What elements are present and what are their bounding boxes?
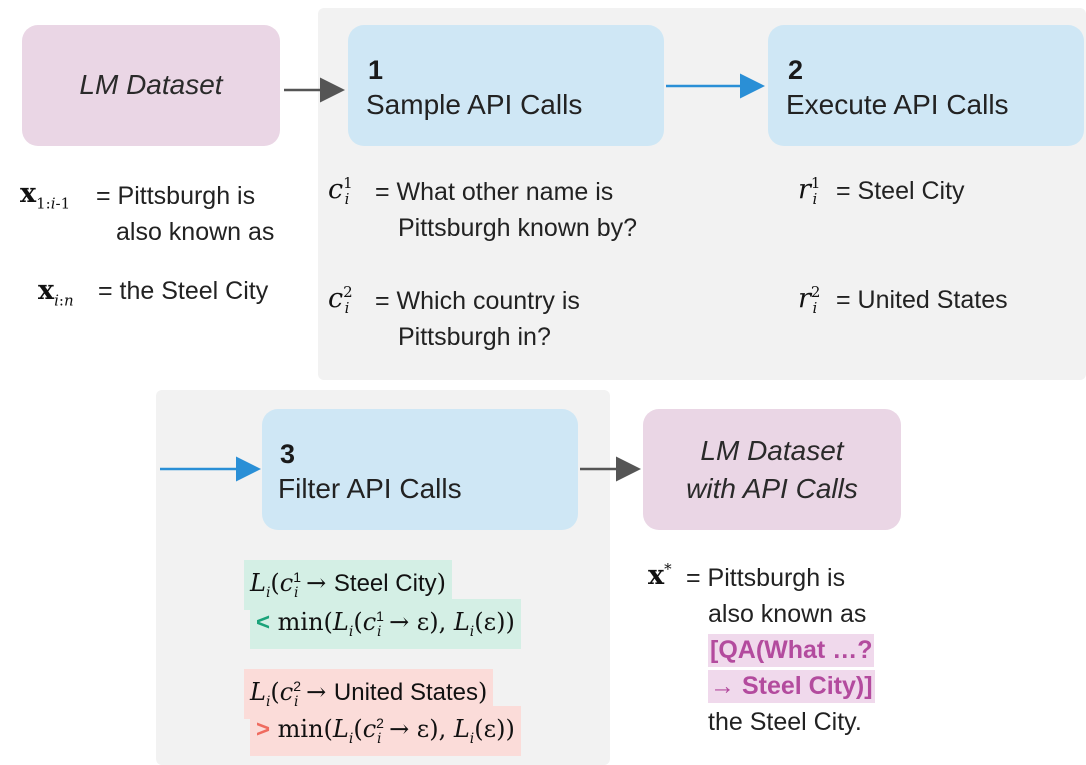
filter-1-compare-sign: < [256, 609, 271, 636]
output-box-line2: with API Calls [686, 473, 858, 504]
step-2-number: 2 [788, 55, 804, 85]
r1-symbol: r1i [798, 174, 821, 209]
output-api-call-line2: → Steel City)] [708, 670, 875, 703]
step-2-label: Execute API Calls [786, 89, 1009, 120]
output-api-call-line1: [QA(What …? [708, 634, 875, 667]
c2-symbol: c2i [328, 283, 353, 318]
sample-api-calls-box: 1 Sample API Calls [348, 25, 664, 146]
step-3-number: 3 [280, 439, 296, 469]
output-box-line1: LM Dataset [700, 435, 844, 466]
lm-dataset-box: LM Dataset [22, 25, 280, 146]
filter-2-target: United States [333, 679, 478, 706]
filter-2-compare: > min(Li(c2i → ε), Li(ε)) [250, 706, 521, 756]
c1-line1: = What other name is [375, 178, 614, 206]
c2-line2: Pittsburgh in? [398, 323, 551, 351]
r2-symbol: r2i [798, 283, 821, 318]
execute-api-calls-box: 2 Execute API Calls [768, 25, 1084, 146]
filter-2-compare-sign: > [256, 716, 271, 743]
filter-api-calls-box: 3 Filter API Calls [262, 409, 578, 530]
output-line5: the Steel City. [708, 708, 862, 736]
lm-dataset-label: LM Dataset [79, 69, 223, 100]
x-prefix-symbol: x1:i-1 [20, 178, 71, 213]
x-star-symbol: x* [648, 560, 672, 591]
c2-line1: = Which country is [375, 287, 580, 315]
step-1-number: 1 [368, 55, 384, 85]
filter-1-compare: < min(Li(c1i → ε), Li(ε)) [250, 599, 521, 649]
c1-symbol: c1i [328, 174, 353, 209]
output-line2: also known as [708, 600, 867, 628]
filter-1-target: Steel City [333, 570, 437, 597]
output-line1: = Pittsburgh is [686, 564, 846, 592]
r1-text: = Steel City [836, 177, 965, 205]
x-suffix-text: = the Steel City [98, 277, 269, 305]
x-prefix-continued: also known as [116, 218, 275, 246]
step-1-label: Sample API Calls [366, 89, 583, 120]
lm-dataset-with-api-calls-box: LM Dataset with API Calls [643, 409, 901, 530]
c1-line2: Pittsburgh known by? [398, 214, 638, 242]
step-3-label: Filter API Calls [278, 473, 462, 504]
x-prefix-text: = Pittsburgh is [96, 182, 256, 210]
x-suffix-symbol: xi:n [38, 275, 74, 310]
r2-text: = United States [836, 286, 1008, 314]
